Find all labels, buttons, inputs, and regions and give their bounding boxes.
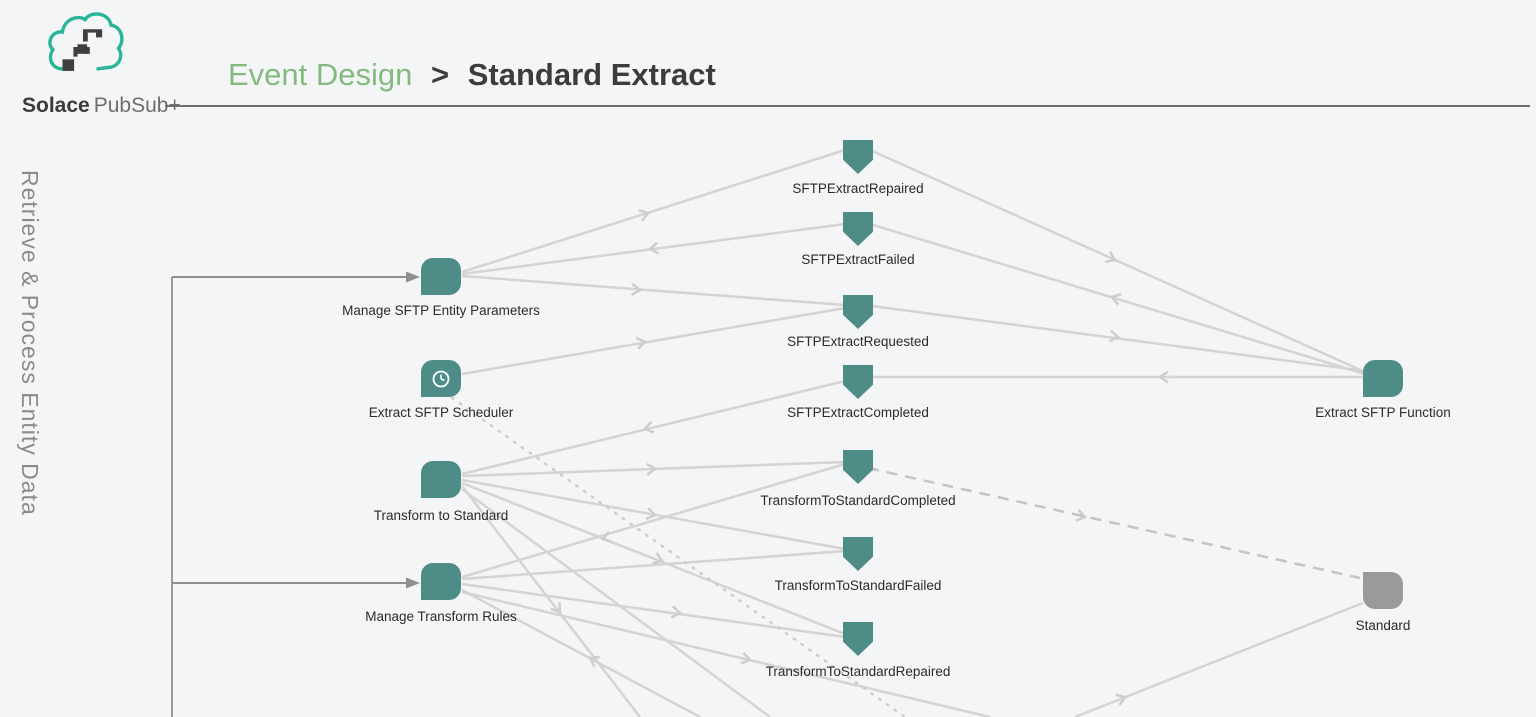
event-node-sftp-extract-repaired[interactable]: [843, 140, 873, 174]
event-node-transform-to-standard-failed[interactable]: [843, 537, 873, 571]
event-node-transform-to-standard-completed[interactable]: [843, 450, 873, 484]
event-label: TransformToStandardCompleted: [760, 493, 956, 508]
event-node-sftp-extract-failed[interactable]: [843, 212, 873, 246]
app-node-label: Extract SFTP Scheduler: [368, 405, 514, 420]
swimlane-label: Retrieve & Process Entity Data: [17, 170, 43, 516]
app-node-label: Extract SFTP Function: [1315, 405, 1451, 420]
brand-pubsub: PubSub+: [93, 94, 181, 117]
event-label: TransformToStandardRepaired: [765, 664, 951, 679]
app-node-extract-sftp-scheduler[interactable]: [421, 360, 461, 397]
event-label: TransformToStandardFailed: [774, 578, 942, 593]
input-connectors: [171, 271, 420, 717]
event-node-sftp-extract-requested[interactable]: [843, 295, 873, 329]
event-edges: [461, 148, 1366, 717]
page-title: Standard Extract: [467, 57, 716, 92]
dashed-edge: [867, 466, 1361, 580]
app-node-label: Standard: [1355, 618, 1411, 633]
arrowhead-icon: [406, 271, 420, 283]
app-node-manage-sftp-entity-parameters[interactable]: [421, 258, 461, 295]
brand-solace: Solace: [22, 94, 90, 117]
breadcrumb-section[interactable]: Event Design: [228, 57, 413, 92]
event-node-sftp-extract-completed[interactable]: [843, 365, 873, 399]
breadcrumb: Event Design > Standard Extract: [228, 57, 716, 93]
cloud-icon: [48, 12, 124, 71]
app-node-extract-sftp-function[interactable]: [1363, 360, 1403, 397]
event-label: SFTPExtractCompleted: [787, 405, 929, 420]
clock-icon: [432, 370, 450, 387]
breadcrumb-separator: >: [431, 57, 450, 92]
solace-cloud-logo-icon: [42, 6, 124, 88]
event-label: SFTPExtractRepaired: [792, 181, 924, 196]
app-node-transform-to-standard[interactable]: [421, 461, 461, 498]
event-node-transform-to-standard-repaired[interactable]: [843, 622, 873, 656]
app-node-label: Transform to Standard: [373, 508, 509, 523]
app-node-standard[interactable]: [1363, 572, 1403, 609]
app-node-label: Manage SFTP Entity Parameters: [342, 303, 540, 318]
event-label: SFTPExtractRequested: [787, 334, 929, 349]
event-label: SFTPExtractFailed: [801, 252, 915, 267]
arrowhead-icon: [406, 577, 420, 589]
app-node-label: Manage Transform Rules: [365, 609, 517, 624]
header-divider: [165, 105, 1530, 107]
app-node-manage-transform-rules[interactable]: [421, 563, 461, 600]
